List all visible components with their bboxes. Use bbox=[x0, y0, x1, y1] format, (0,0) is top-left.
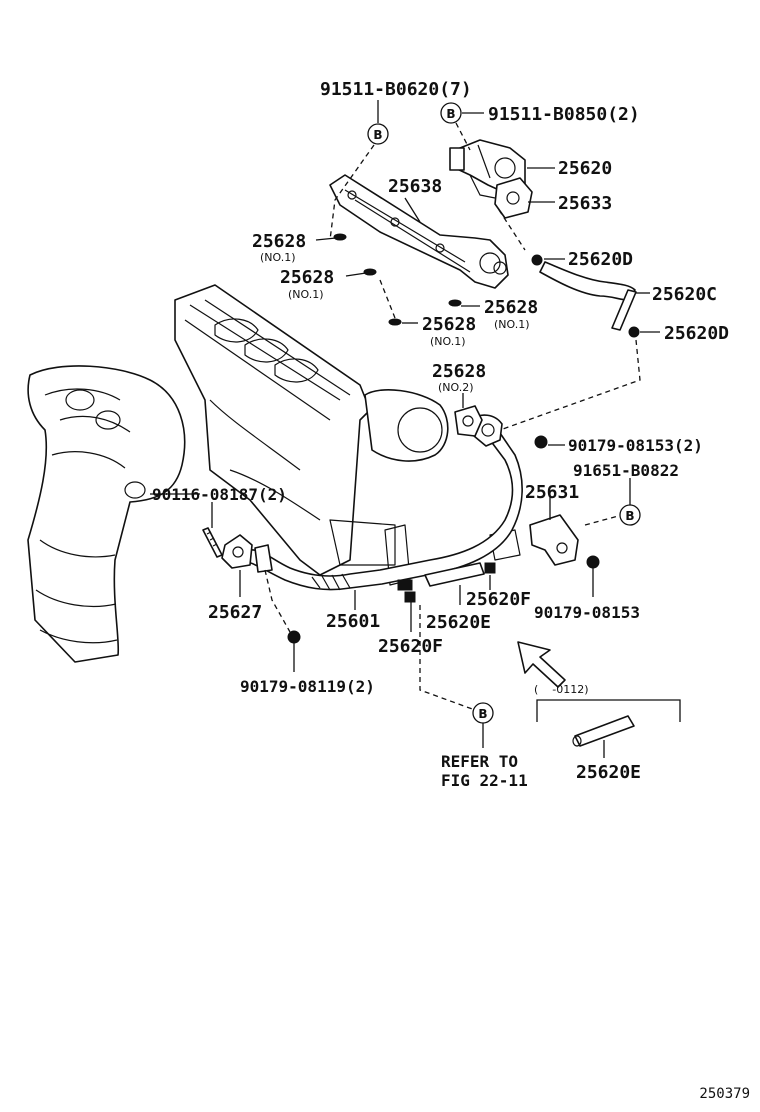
label-25601: 25601 bbox=[326, 611, 380, 632]
hose-25620e-f bbox=[397, 562, 496, 603]
label-25628-b: 25628 bbox=[280, 267, 334, 288]
label-25631: 25631 bbox=[525, 482, 579, 503]
callout-b-right: B bbox=[619, 504, 641, 526]
label-25620e: 25620E bbox=[426, 612, 491, 633]
refer-to-line2: FIG 22-11 bbox=[441, 771, 528, 790]
label-25620c: 25620C bbox=[652, 284, 717, 305]
label-25620d-top: 25620D bbox=[568, 249, 633, 270]
bracket-25631 bbox=[529, 514, 579, 566]
label-inset-25620e: 25620E bbox=[576, 762, 641, 783]
label-25620f-bottom: 25620F bbox=[378, 636, 443, 657]
label-25628-no2-note: (NO.2) bbox=[438, 381, 474, 394]
callout-b-text: B bbox=[446, 107, 455, 121]
callout-b-text: B bbox=[373, 128, 382, 142]
label-inset-range: ( -0112) bbox=[534, 683, 589, 696]
label-25620f-right: 25620F bbox=[466, 589, 531, 610]
callout-b-text: B bbox=[478, 707, 487, 721]
label-25620: 25620 bbox=[558, 158, 612, 179]
label-91651-b0822: 91651-B0822 bbox=[573, 461, 679, 480]
gasket-25628-no2 bbox=[454, 405, 483, 437]
refer-to-line1: REFER TO bbox=[441, 752, 518, 771]
label-90179-08153-2: 90179-08153(2) bbox=[568, 436, 703, 455]
label-25633: 25633 bbox=[558, 193, 612, 214]
label-25627: 25627 bbox=[208, 602, 262, 623]
exhaust-manifold-illustration bbox=[27, 365, 186, 663]
callout-b-bottom: B bbox=[472, 702, 494, 724]
label-25620d-bottom: 25620D bbox=[664, 323, 729, 344]
nut-parts bbox=[287, 435, 600, 644]
label-25628-b-note: (NO.1) bbox=[288, 288, 324, 301]
leader-lines bbox=[150, 100, 660, 758]
label-25628-a: 25628 bbox=[252, 231, 306, 252]
label-25628-d: 25628 bbox=[422, 314, 476, 335]
callout-b-upper: B bbox=[440, 102, 462, 124]
inset-bracket bbox=[536, 699, 681, 747]
callout-b-text: B bbox=[625, 509, 634, 523]
label-25628-no2: 25628 bbox=[432, 361, 486, 382]
label-90179-08119: 90179-08119(2) bbox=[240, 677, 375, 696]
figure-number: 250379 bbox=[699, 1086, 750, 1102]
gasket-25627 bbox=[221, 534, 253, 569]
hose-25620c bbox=[531, 254, 640, 338]
label-90179-08153: 90179-08153 bbox=[534, 603, 640, 622]
stud-90116-08187 bbox=[202, 527, 223, 558]
label-25628-a-note: (NO.1) bbox=[260, 251, 296, 264]
label-25638: 25638 bbox=[388, 176, 442, 197]
label-25628-d-note: (NO.1) bbox=[430, 335, 466, 348]
label-91511-b0850: 91511-B0850(2) bbox=[488, 104, 640, 125]
callout-b-top: B bbox=[367, 123, 389, 145]
egr-plate-25638 bbox=[329, 174, 509, 289]
label-25628-c: 25628 bbox=[484, 297, 538, 318]
view-direction-arrow bbox=[517, 641, 566, 688]
gasket-25633 bbox=[494, 177, 533, 219]
label-25628-c-note: (NO.1) bbox=[494, 318, 530, 331]
label-91511-b0620: 91511-B0620(7) bbox=[320, 79, 472, 100]
dashed-reference-lines bbox=[264, 122, 641, 711]
label-90116-08187: 90116-08187(2) bbox=[152, 485, 287, 504]
gasket-25628-small-parts bbox=[333, 233, 462, 326]
